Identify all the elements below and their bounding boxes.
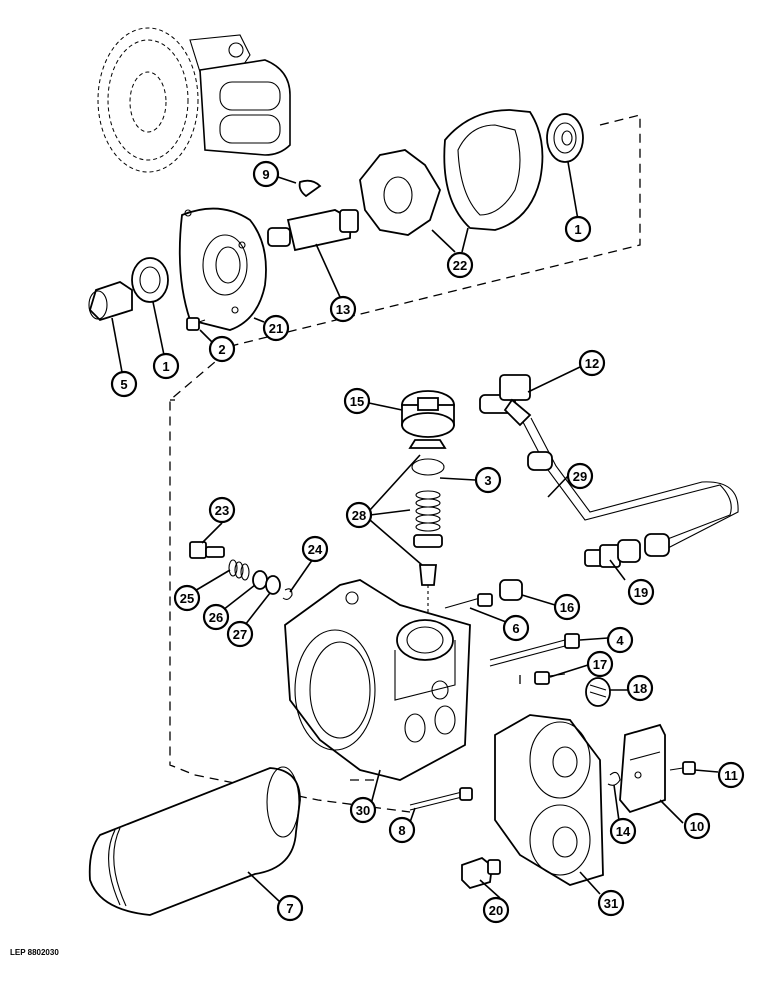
callout-22: 22 [446,251,474,279]
callout-30: 30 [349,796,377,824]
clip-14 [607,771,621,786]
callout-17: 17 [586,650,614,678]
svg-text:29: 29 [573,469,587,484]
callout-28: 28 [345,501,373,529]
callout-9: 9 [252,160,280,188]
svg-text:12: 12 [585,356,599,371]
callout-20: 20 [482,896,510,924]
svg-text:30: 30 [356,803,370,818]
spring-28 [415,490,441,532]
relief-valve-stack [408,439,447,640]
pump-body [284,579,471,781]
callout-12: 12 [578,349,606,377]
gerotor-set [359,109,544,236]
callout-27: 27 [226,620,254,648]
callout-26: 26 [202,603,230,631]
bearing-top [546,113,584,163]
callout-markers: 1 1 2 3 4 5 6 7 8 9 10 11 12 13 14 15 16… [110,160,745,924]
end-plate [178,207,267,331]
callout-14: 14 [609,817,637,845]
svg-text:31: 31 [604,896,618,911]
svg-text:10: 10 [690,819,704,834]
svg-text:5: 5 [120,377,127,392]
bushing [88,281,133,322]
tee-fitting [479,374,532,427]
callout-19: 19 [627,578,655,606]
pump-drive-assembly [97,27,291,173]
svg-text:28: 28 [352,508,366,523]
svg-text:4: 4 [616,633,624,648]
hydraulic-tube [522,417,739,557]
leader-lines [111,161,719,903]
screw-2 [186,317,206,331]
svg-text:17: 17 [593,657,607,672]
callout-4: 4 [606,626,634,654]
callout-18: 18 [626,674,654,702]
bearing-lower [131,257,169,303]
svg-text:16: 16 [560,600,574,615]
plug-16 [444,579,523,609]
callout-2: 2 [208,335,236,363]
callout-25: 25 [173,584,201,612]
svg-text:11: 11 [724,768,738,783]
svg-text:1: 1 [162,359,169,374]
svg-text:24: 24 [308,542,323,557]
long-bolt [489,633,580,667]
callout-10: 10 [683,812,711,840]
plug-18 [585,677,611,707]
callout-16: 16 [553,593,581,621]
svg-text:18: 18 [633,681,647,696]
bolt-8 [409,787,473,811]
svg-text:19: 19 [634,585,648,600]
svg-text:9: 9 [262,167,269,182]
svg-text:23: 23 [215,503,229,518]
svg-text:13: 13 [336,302,350,317]
drive-shaft [267,209,359,252]
svg-text:25: 25 [180,591,194,606]
callout-21: 21 [262,314,290,342]
svg-text:6: 6 [512,621,519,636]
svg-text:1: 1 [574,222,581,237]
callout-31: 31 [597,889,625,917]
svg-text:27: 27 [233,627,247,642]
svg-text:15: 15 [350,394,364,409]
svg-text:20: 20 [489,903,503,918]
woodruff-key [298,179,322,198]
callout-5: 5 [110,370,138,398]
callout-11: 11 [717,761,745,789]
callout-6: 6 [502,614,530,642]
tube-fitting [584,539,641,568]
assembly-guide-lines [169,114,641,813]
callout-29: 29 [566,462,594,490]
svg-text:2: 2 [218,342,225,357]
end-cover [494,714,604,886]
callout-1-lower: 1 [152,352,180,380]
svg-text:26: 26 [209,610,223,625]
relief-valve-plug [401,390,455,438]
svg-text:21: 21 [269,321,283,336]
svg-text:7: 7 [286,901,293,916]
svg-text:3: 3 [484,473,491,488]
svg-text:14: 14 [616,824,631,839]
check-valve-group [189,541,293,600]
callout-8: 8 [388,816,416,844]
solenoid-valve [619,723,666,814]
callout-15: 15 [343,387,371,415]
drawing-reference-code: LEP 8802030 [10,948,59,957]
callout-24: 24 [301,535,329,563]
spring-25 [228,559,250,581]
callout-1-top: 1 [564,215,592,243]
svg-text:22: 22 [453,258,467,273]
callout-23: 23 [208,496,236,524]
filter-cartridge [88,766,301,916]
fitting-20 [461,856,501,890]
callout-3: 3 [474,466,502,494]
callout-13: 13 [329,295,357,323]
svg-text:8: 8 [398,823,405,838]
screw-11 [669,761,696,775]
callout-7: 7 [276,894,304,922]
